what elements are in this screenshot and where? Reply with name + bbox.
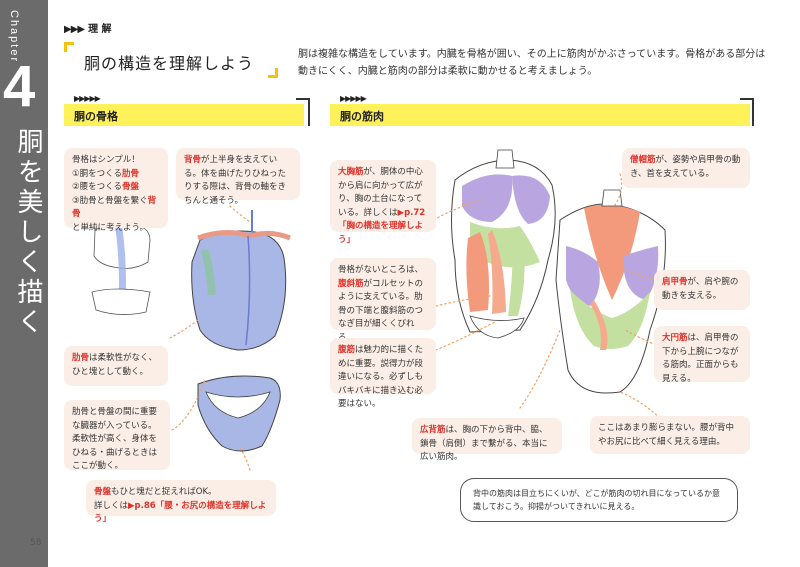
callout-text: ②腰をつくる	[72, 182, 122, 192]
chapter-number: 4	[3, 54, 36, 119]
callout-text: は、肩甲骨の下から上腕につながる筋肉。正面からも見える。	[662, 333, 739, 384]
term-ribs: 肋骨	[72, 353, 90, 363]
term-scapula: 肩甲骨	[662, 277, 688, 287]
page-title: 胴の構造を理解しよう	[84, 54, 255, 73]
callout-text: 骨格がないところは、	[338, 265, 424, 275]
section-header-muscles: ▶▶▶▶▶ 胴の筋肉	[330, 94, 750, 126]
back-torso-muscle-illustration	[555, 189, 666, 394]
intro-paragraph: 胴は複雑な構造をしています。内臓を骨格が囲い、その上に筋肉がかぶさっています。骨…	[298, 49, 766, 77]
callout-text: 詳しくは	[363, 207, 398, 218]
callout-text: 肋骨と骨盤の間に重要な臓器が入っている。柔軟性が高く、身体をひねる・曲げるときは…	[72, 407, 158, 471]
term-teres-major: 大円筋	[662, 333, 688, 343]
chapter-label: Chapter	[8, 10, 20, 64]
callout-waist: ここはあまり膨らまない。腰が背中やお尻に比べて細く見える理由。	[590, 416, 750, 454]
section-frame-corner	[296, 98, 310, 126]
callout-text: ③肋骨と骨盤を繋ぐ	[72, 195, 148, 206]
section-header-label: 胴の骨格	[74, 110, 118, 123]
term-spine: 背骨	[72, 195, 157, 220]
note-bubble: 背中の筋肉は目立ちにくいが、どこが筋肉の切れ目になっているか意識しておこう。抑揚…	[460, 478, 738, 522]
note-text: 背中の筋肉は目立ちにくいが、どこが筋肉の切れ目になっているか意識しておこう。抑揚…	[473, 489, 721, 511]
page-reference-link[interactable]: ▶p.86「腰・お尻の構造を理解しよう」	[94, 500, 267, 525]
callout-teres-major: 大円筋は、肩甲骨の下から上腕につながる筋肉。正面からも見える。	[654, 326, 750, 384]
chapter-title: 胴を美しく描く	[13, 128, 43, 338]
chapter-sidebar: Chapter 4 胴を美しく描く	[0, 0, 48, 567]
section-frame-corner	[740, 98, 754, 126]
front-torso-muscle-illustration	[451, 149, 556, 339]
term-ribs: 肋骨	[121, 168, 139, 179]
callout-scapula: 肩甲骨が、肩や腕の動きを支える。	[654, 270, 750, 310]
callout-latissimus: 広背筋は、胸の下から背中、脇、鎖骨（肩側）まで繋がる、本当に広い筋肉。	[412, 418, 562, 462]
callout-organs: 肋骨と骨盤の間に重要な臓器が入っている。柔軟性が高く、身体をひねる・曲げるときは…	[64, 400, 170, 471]
ribcage-illustration	[191, 210, 291, 351]
term-pectoralis: 大胸筋	[338, 167, 364, 177]
term-latissimus: 広背筋	[420, 425, 446, 435]
callout-text: は魅力的に描くために重要。説得力が段違いになる。必ずしもバキバキに描き込む必要は…	[338, 345, 424, 409]
callout-ribs: 肋骨は柔軟性がなく、ひと塊として動く。	[64, 346, 168, 386]
callout-text: 詳しくは	[94, 500, 129, 511]
callout-text: と単純に考えよう。	[72, 222, 148, 233]
title-frame: 胴の構造を理解しよう	[64, 42, 278, 78]
triple-arrow-icon: ▶▶▶	[64, 24, 85, 35]
term-abs: 腹筋	[338, 345, 356, 355]
callout-abs: 腹筋は魅力的に描くために重要。説得力が段違いになる。必ずしもバキバキに描き込む必…	[330, 338, 436, 409]
callout-text: が、胴体の中心から肩に向かって広がり、胸の土台になっている。	[338, 167, 423, 218]
bracket-corner-icon	[64, 42, 74, 52]
small-arrows-icon: ▶▶▶▶▶	[340, 94, 367, 103]
callout-text: が、肩や腕の動きを支える。	[662, 277, 739, 301]
page-reference-link[interactable]: ▶p.72「胸の構造を理解しよう」	[338, 207, 426, 245]
term-pelvis: 骨盤	[94, 487, 112, 497]
page-number: 58	[30, 538, 42, 548]
term-pelvis: 骨盤	[121, 182, 139, 192]
callout-pelvis: 骨盤もひと塊だと捉えればOK。 詳しくは▶p.86「腰・お尻の構造を理解しよう」	[86, 480, 276, 524]
term-trapezius: 僧帽筋	[630, 155, 656, 165]
callout-text: ①胴をつくる	[72, 168, 122, 179]
small-arrows-icon: ▶▶▶▶▶	[74, 94, 101, 103]
callout-spine: 背骨が上半身を支えている。体を曲げたりひねったりする際は、背骨の軸をきちんと通そ…	[176, 148, 300, 206]
callout-text: が、姿勢や肩甲骨の動き、首を支えている。	[630, 155, 741, 179]
term-spine: 背骨	[184, 155, 202, 165]
callout-text: は、胸の下から背中、脇、鎖骨（肩側）まで繋がる、本当に広い筋肉。	[420, 425, 548, 462]
section-header-label: 胴の筋肉	[340, 110, 384, 123]
callout-text: 骨格はシンプル！	[72, 155, 140, 165]
callout-pectoralis: 大胸筋が、胴体の中心から肩に向かって広がり、胸の土台になっている。詳しくは▶p.…	[330, 160, 436, 245]
callout-text: ここはあまり膨らまない。腰が背中やお尻に比べて細く見える理由。	[598, 423, 735, 447]
section-header-skeleton: ▶▶▶▶▶ 胴の骨格	[64, 94, 304, 126]
term-obliques: 腹斜筋	[338, 278, 364, 289]
callout-obliques: 骨格がないところは、腹斜筋がコルセットのように支えている。肋骨の下端と腹斜筋のつ…	[330, 258, 436, 343]
callout-trapezius: 僧帽筋が、姿勢や肩甲骨の動き、首を支えている。	[622, 148, 750, 188]
bracket-corner-icon	[268, 68, 278, 78]
callout-text: もひと塊だと捉えればOK。	[111, 487, 217, 497]
callout-text: が上半身を支えている。体を曲げたりひねったりする際は、背骨の軸をきちんと通そう。	[184, 155, 287, 206]
pelvis-illustration	[197, 375, 281, 452]
callout-text: は柔軟性がなく、ひと塊として動く。	[72, 353, 158, 377]
callout-skeleton-simple: 骨格はシンプル！ ①胴をつくる肋骨 ②腰をつくる骨盤 ③肋骨と骨盤を繋ぐ背骨 と…	[64, 148, 168, 233]
section-tag: ▶▶▶理 解	[64, 20, 112, 35]
callout-text: がコルセットのように支えている。肋骨の下端と腹斜筋のつなぎ目が細くくびれる。	[338, 278, 424, 343]
small-skeleton-illustration	[91, 221, 151, 315]
section-tag-label: 理 解	[88, 24, 112, 35]
